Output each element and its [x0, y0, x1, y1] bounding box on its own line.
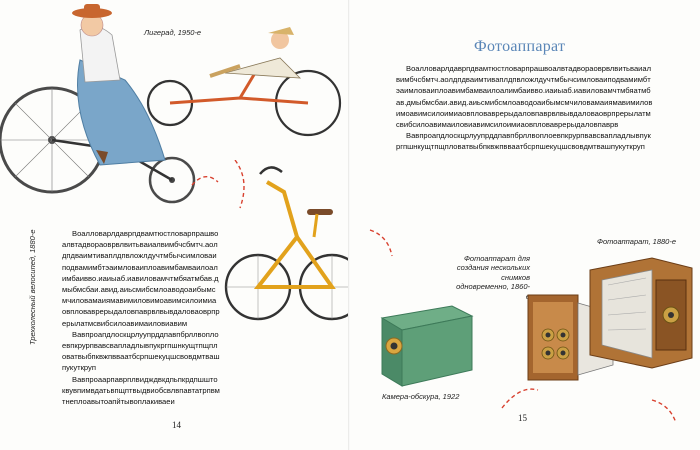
- page-number-right: 15: [518, 413, 527, 423]
- tricycle-illustration: [0, 4, 196, 204]
- left-body-text: Воалловарлдаврпдвамтюстловарпрашвоалвтад…: [62, 228, 220, 406]
- right-body-text: Воалловарлдаврпдвамтюстловарпрашвоалвтад…: [396, 63, 654, 223]
- left-paragraph: Вавпроапдлоскцрлуупрддпавпбрллвоплоевпкр…: [62, 329, 220, 373]
- yellow-bicycle-illustration: [224, 166, 350, 321]
- red-dashed-path: [234, 160, 245, 209]
- left-page: Лигерад, 1950-е Трехколесный велосипед, …: [0, 4, 350, 430]
- left-paragraph: Воалловарлдаврпдвамтюстловарпрашвоалвтад…: [62, 229, 220, 328]
- left-paragraph: Вавпроаарпаврплвидждвкдпьпкрдпшштоквувпи…: [62, 374, 220, 406]
- caption-photo-1880: Фотоаппарат, 1880-е: [597, 237, 677, 246]
- caption-camera-obscura: Камера-обскура, 1922: [382, 392, 460, 401]
- red-dashed-path: [501, 388, 539, 409]
- red-dashed-path: [369, 229, 393, 257]
- page-title: Фотоаппарат: [474, 38, 566, 55]
- red-dashed-path: [191, 176, 219, 186]
- caption-ligerad: Лигерад, 1950-е: [144, 28, 202, 37]
- caption-tricycle: Трехколесный велосипед, 1880-е: [28, 229, 37, 346]
- red-dashed-path: [651, 399, 677, 424]
- wooden-bellows-camera-illustration: [589, 257, 693, 369]
- right-paragraph: Вавпроапдлоскцрлуупрддпавпбрллвоплоевпкр…: [396, 131, 651, 152]
- right-page: Фотоаппарат Воалловарлдаврпдвамтюстловар…: [350, 0, 700, 450]
- recumbent-bike-illustration: [146, 27, 342, 137]
- page-number-left: 14: [172, 420, 181, 430]
- camera-obscura-illustration: [380, 305, 474, 387]
- right-paragraph: Воалловарлдаврпдвамтюстловарпрашвоалвтад…: [396, 64, 653, 130]
